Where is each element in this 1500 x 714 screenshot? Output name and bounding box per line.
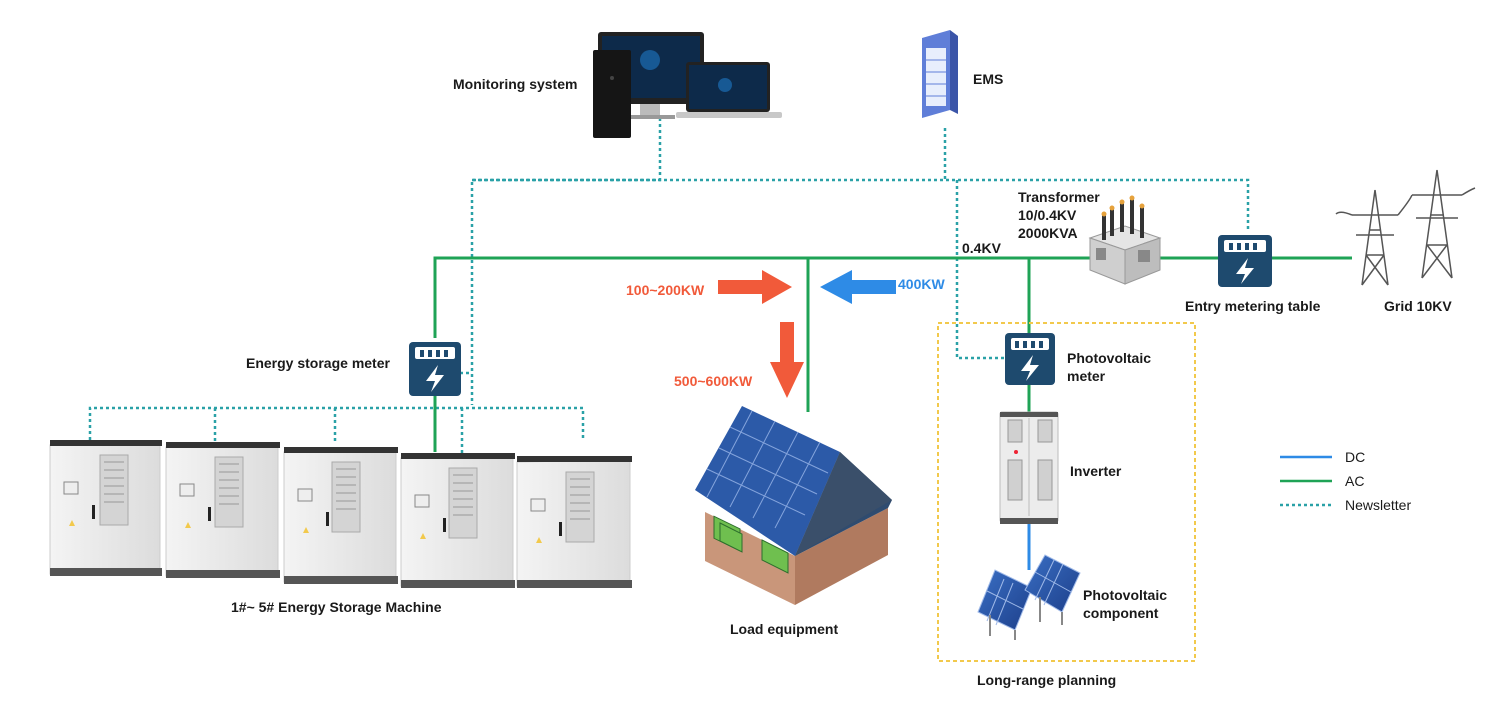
newsletter-lines bbox=[88, 118, 1250, 454]
storage-machines-label: 1#~ 5# Energy Storage Machine bbox=[231, 599, 442, 615]
flow-load-total-label: 500~600KW bbox=[674, 373, 753, 389]
ems-label: EMS bbox=[973, 71, 1004, 87]
grid-towers-icon bbox=[1335, 169, 1476, 286]
grid-label: Grid 10KV bbox=[1384, 298, 1452, 314]
legend-newsletter-label: Newsletter bbox=[1345, 497, 1412, 513]
monitoring-system-icon bbox=[593, 32, 782, 138]
energy-storage-meter-icon bbox=[409, 342, 461, 396]
photovoltaic-component-label: Photovoltaic component bbox=[1083, 587, 1168, 621]
legend-ac-label: AC bbox=[1345, 473, 1365, 489]
photovoltaic-panels-icon bbox=[977, 554, 1081, 640]
photovoltaic-meter-label: Photovoltaic meter bbox=[1067, 350, 1152, 384]
storage-cabinet-5 bbox=[516, 456, 632, 588]
ems-server-icon bbox=[922, 30, 958, 118]
legend-dc-label: DC bbox=[1345, 449, 1366, 465]
inverter-icon bbox=[999, 411, 1059, 524]
storage-cabinet-2 bbox=[165, 442, 280, 578]
energy-storage-meter-label: Energy storage meter bbox=[246, 355, 390, 371]
storage-cabinet-1 bbox=[49, 440, 162, 576]
storage-cabinet-3 bbox=[283, 447, 398, 584]
long-range-planning-label: Long-range planning bbox=[977, 672, 1117, 688]
storage-cabinet-4 bbox=[400, 453, 515, 588]
photovoltaic-meter-icon bbox=[1005, 333, 1055, 385]
flow-arrow-red-right bbox=[718, 270, 792, 304]
flow-arrow-blue-left bbox=[820, 270, 896, 304]
monitoring-system-label: Monitoring system bbox=[453, 76, 578, 92]
load-equipment-label: Load equipment bbox=[730, 621, 839, 637]
transformer-icon bbox=[1088, 195, 1162, 285]
entry-metering-table-icon bbox=[1218, 235, 1272, 287]
flow-grid-to-load-label: 400KW bbox=[898, 276, 945, 292]
entry-metering-table-label: Entry metering table bbox=[1185, 298, 1321, 314]
house-load-icon bbox=[695, 406, 892, 605]
flow-storage-to-load-label: 100~200KW bbox=[626, 282, 705, 298]
long-range-planning-box bbox=[937, 322, 1196, 662]
legend bbox=[1280, 455, 1332, 507]
flow-arrow-red-down bbox=[770, 322, 804, 398]
inverter-label: Inverter bbox=[1070, 463, 1122, 479]
transformer-label: Transformer 10/0.4KV 2000KVA bbox=[1018, 189, 1100, 241]
bus-voltage-label: 0.4KV bbox=[962, 240, 1001, 256]
ac-lines bbox=[433, 256, 1352, 452]
